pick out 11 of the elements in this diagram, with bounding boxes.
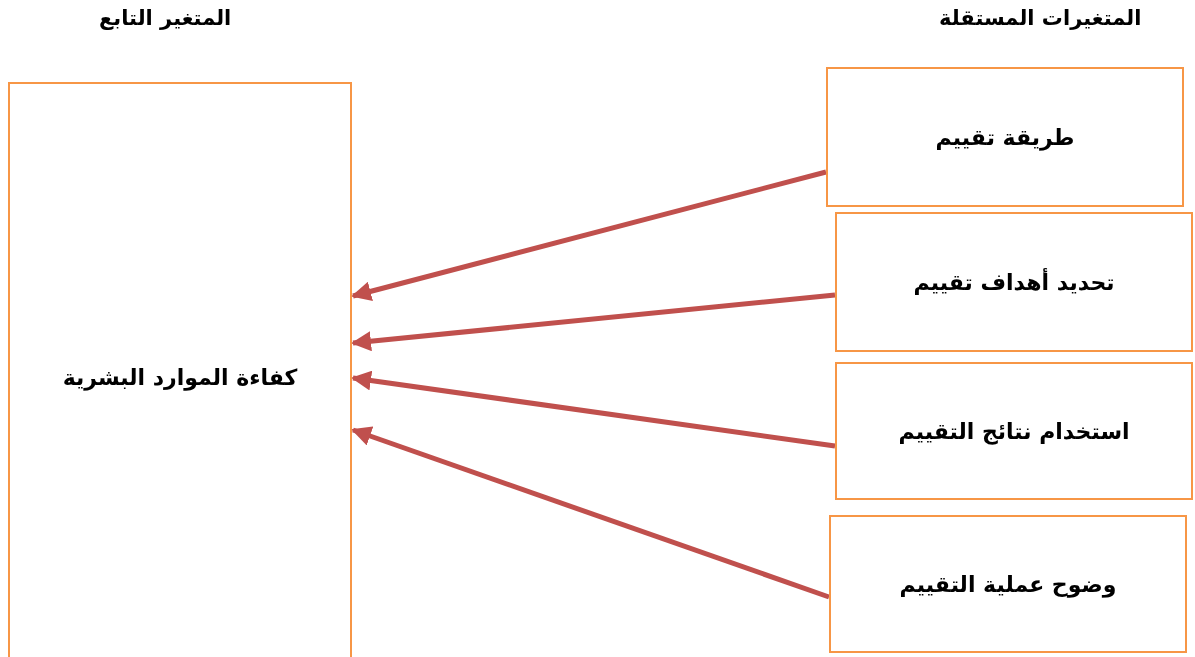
outcome-box: كفاءة الموارد البشرية — [8, 82, 352, 657]
variable-box: تحديد أهداف تقييم — [835, 212, 1193, 352]
variable-box: استخدام نتائج التقييم — [835, 362, 1193, 500]
arrow — [351, 426, 830, 600]
arrow — [351, 370, 836, 449]
variable-box: وضوح عملية التقييم — [829, 515, 1187, 653]
arrow — [351, 292, 836, 352]
arrow — [351, 169, 827, 302]
variable-box: طريقة تقييم — [826, 67, 1184, 207]
column-heading: المتغير التابع — [99, 6, 232, 30]
column-heading: المتغيرات المستقلة — [939, 6, 1142, 30]
